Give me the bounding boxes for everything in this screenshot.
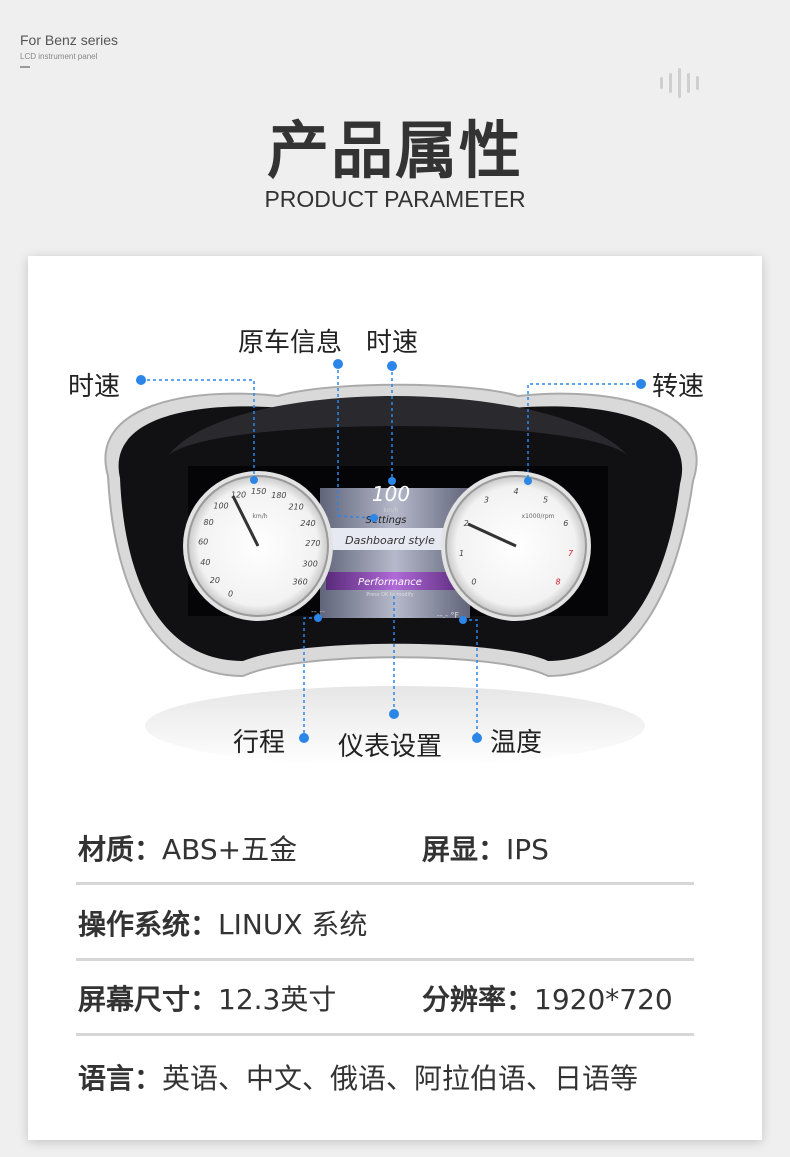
callout-dash-settings: 仪表设置 — [338, 732, 443, 762]
gauge-tick-label: 150 — [251, 487, 266, 496]
menu-dashboard-style: Dashboard style — [345, 534, 435, 547]
gauge-tick-label: 0 — [471, 577, 476, 586]
callout-mileage: 行程 — [233, 728, 286, 758]
gauge-tick-label: 180 — [271, 491, 286, 500]
spec-value: 12.3英寸 — [218, 983, 337, 1016]
gauge-tick-label: 300 — [303, 559, 318, 568]
callout-speed-left: 时速 — [68, 372, 121, 402]
callout-dots — [136, 359, 646, 743]
brand-dash — [20, 66, 30, 68]
callout-rpm: 转速 — [652, 372, 705, 402]
gauge-tick-label: 360 — [292, 577, 307, 586]
menu-settings: Settings — [365, 515, 406, 526]
gauge-tick-label: 40 — [200, 558, 210, 567]
product-card: 100 km/h Settings Dashboard style Perfor… — [28, 256, 762, 1140]
right-gauge-unit: x1000/rpm — [522, 513, 555, 520]
gauge-tick-label: 5 — [543, 496, 548, 505]
callout-speed-center: 时速 — [366, 328, 419, 358]
gauge-tick-label: 3 — [484, 496, 489, 505]
spec-row-os: 操作系统：LINUX 系统 — [78, 903, 694, 943]
callout-original-info: 原车信息 — [238, 328, 343, 358]
temp-readout: --.- °F — [437, 611, 460, 620]
gauge-tick-label: 6 — [563, 519, 568, 528]
brand-line1: For Benz series — [20, 32, 119, 48]
page-title: 产品属性 — [266, 114, 523, 187]
spec-key: 屏显： — [422, 833, 507, 866]
brand-block: For Benz series LCD instrument panel — [20, 32, 118, 68]
spec-row-material: 材质：ABS+五金 屏显：IPS — [78, 828, 694, 868]
gauge-tick-label: 100 — [213, 501, 228, 510]
gauge-tick-label: 4 — [513, 487, 518, 496]
page-subtitle: PRODUCT PARAMETER — [264, 186, 526, 212]
brand-line2: LCD instrument panel — [20, 52, 98, 61]
divider — [76, 1033, 694, 1036]
right-gauge-needle — [467, 522, 517, 548]
menu-hint: Press OK to modify — [366, 592, 413, 598]
spec-value: LINUX 系统 — [218, 908, 368, 941]
gauge-tick-label: 80 — [204, 518, 214, 527]
spec-key: 语言： — [78, 1062, 163, 1095]
spec-value: 1920*720 — [534, 983, 673, 1016]
gauge-tick-label: 210 — [288, 502, 303, 511]
spec-value: 英语、中文、俄语、阿拉伯语、日语等 — [162, 1062, 639, 1095]
gauge-tick-label: 120 — [231, 491, 246, 500]
speed-readout-unit: km/h — [383, 507, 398, 514]
divider — [76, 882, 694, 885]
decor-bars-icon — [660, 68, 699, 98]
spec-value: IPS — [506, 833, 549, 866]
gauge-tick-label: 0 — [228, 590, 233, 599]
trip-readout: --.-- — [311, 607, 325, 616]
gauge-tick-label: 8 — [556, 577, 561, 586]
speed-readout: 100 — [372, 482, 410, 506]
left-gauge-unit: km/h — [252, 513, 267, 520]
gauge-tick-label: 240 — [300, 519, 315, 528]
left-gauge-needle — [231, 495, 260, 547]
spec-key: 分辨率： — [422, 983, 535, 1016]
gauge-tick-label: 20 — [210, 576, 220, 585]
spec-value: ABS+五金 — [162, 833, 298, 866]
callout-lines — [141, 364, 641, 738]
menu-performance: Performance — [358, 577, 422, 588]
gauge-tick-label: 60 — [198, 538, 208, 547]
gauge-tick-label: 2 — [464, 519, 469, 528]
spec-key: 屏幕尺寸： — [78, 983, 219, 1016]
right-gauge-ticks: 0 1 2 3 4 5 6 7 8 — [459, 487, 574, 586]
divider — [76, 958, 694, 961]
spec-key: 操作系统： — [78, 908, 219, 941]
spec-row-screen-size: 屏幕尺寸：12.3英寸 分辨率：1920*720 — [78, 978, 694, 1018]
spec-row-language: 语言：英语、中文、俄语、阿拉伯语、日语等 — [78, 1057, 694, 1097]
callout-temperature: 温度 — [490, 728, 543, 758]
spec-key: 材质： — [78, 833, 163, 866]
gauge-tick-label: 1 — [459, 549, 464, 558]
instrument-cluster-image: 100 km/h Settings Dashboard style Perfor… — [104, 359, 698, 766]
gauge-tick-label: 270 — [305, 539, 320, 548]
gauge-tick-label: 7 — [568, 549, 574, 558]
